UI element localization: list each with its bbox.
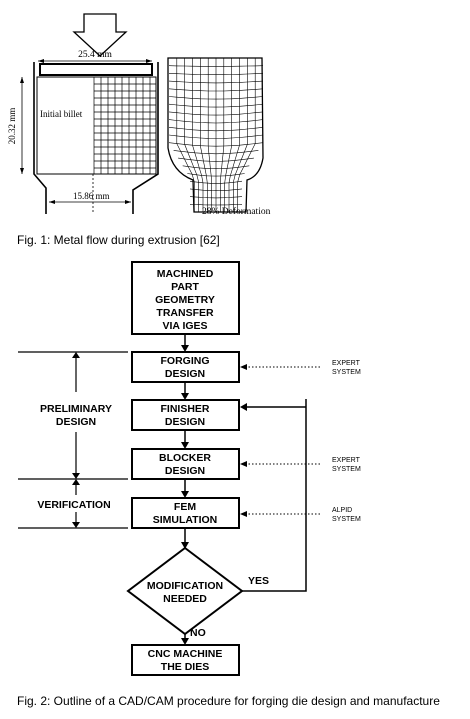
decision-line-2: NEEDED [163, 593, 207, 605]
dim-left-label: 20.32 mm [7, 108, 17, 145]
down-arrow-icon [72, 13, 128, 57]
arrow-up-icon [72, 352, 80, 358]
dim-arrow-bottom-left-icon [49, 200, 55, 204]
dim-arrow-left-icon [38, 59, 44, 63]
box-fem-line-2: SIMULATION [153, 514, 218, 526]
container-left-wall [33, 62, 47, 214]
box-finisher-line-1: FINISHER [160, 403, 209, 415]
arrow-left-icon [240, 461, 247, 467]
yes-loop-line [242, 399, 307, 592]
arrow-up-icon [72, 479, 80, 485]
dim-bottom-label: 15.86 mm [73, 191, 110, 201]
alpid-system-line-2: SYSTEM [332, 516, 361, 523]
figure-1-caption: Fig. 1: Metal flow during extrusion [62] [17, 233, 220, 247]
punch-block [39, 63, 153, 76]
no-label: NO [190, 627, 206, 639]
box-finisher-design [131, 399, 240, 431]
container-right-wall [132, 62, 159, 214]
box-transfer-line-2: PART [171, 281, 199, 293]
arrow-down-icon [181, 393, 189, 400]
stage-preliminary-line-1: PRELIMINARY [40, 403, 112, 415]
stage-verification: VERIFICATION [37, 499, 110, 511]
arrow-left-icon [240, 364, 247, 370]
figure-2-flowchart: MACHINED PART GEOMETRY TRANSFER VIA IGES… [18, 261, 361, 676]
dim-arrow-down-icon [20, 168, 24, 174]
box-transfer-line-1: MACHINED [157, 268, 214, 280]
dim-top-label: 25.4 mm [78, 50, 112, 60]
box-cnc-line-1: CNC MACHINE [148, 648, 223, 660]
dim-arrow-bottom-right-icon [125, 200, 131, 204]
box-blocker-line-1: BLOCKER [159, 452, 211, 464]
arrow-down-icon [72, 522, 80, 528]
expert-system-1-line-2: SYSTEM [332, 369, 361, 376]
box-blocker-design [131, 448, 240, 480]
arrow-left-icon [240, 511, 247, 517]
arrow-down-icon [181, 442, 189, 449]
box-forging-design [131, 351, 240, 383]
arrow-down-icon [181, 491, 189, 498]
expert-system-2-line-1: EXPERT [332, 457, 361, 464]
box-finisher-line-2: DESIGN [165, 416, 205, 428]
box-transfer-line-3: GEOMETRY [155, 294, 215, 306]
arrow-down-icon [72, 473, 80, 479]
box-blocker-line-2: DESIGN [165, 465, 205, 477]
box-transfer-line-5: VIA IGES [162, 320, 207, 332]
expert-system-1-line-1: EXPERT [332, 360, 361, 367]
alpid-system-line-1: ALPID [332, 507, 352, 514]
decision-line-1: MODIFICATION [147, 580, 223, 592]
box-cnc-line-2: THE DIES [161, 661, 209, 673]
billet-grid [93, 76, 156, 174]
billet-label: Initial billet [40, 109, 83, 119]
expert-system-2-line-2: SYSTEM [332, 466, 361, 473]
arrow-left-icon [240, 403, 247, 411]
dim-arrow-up-icon [20, 77, 24, 83]
deformed-billet-outline [167, 57, 264, 213]
box-transfer-line-4: TRANSFER [156, 307, 214, 319]
figure-2-caption: Fig. 2: Outline of a CAD/CAM procedure f… [17, 694, 440, 708]
figure-1-illustration: 25.4 mm Initial billet 20.32 mm 15.86 mm… [7, 13, 271, 217]
yes-label: YES [248, 575, 269, 587]
arrow-down-icon [181, 638, 189, 645]
box-cnc-machine [131, 644, 240, 676]
dim-arrow-right-icon [146, 59, 152, 63]
deformed-mesh-grid [168, 58, 264, 212]
box-fem-simulation [131, 497, 240, 529]
box-forging-line-2: DESIGN [165, 368, 205, 380]
arrow-down-icon [181, 542, 189, 549]
initial-billet [36, 76, 157, 175]
box-fem-line-1: FEM [174, 501, 196, 513]
deformation-label: 28% Deformation [202, 206, 271, 217]
box-forging-line-1: FORGING [161, 355, 210, 367]
arrow-down-icon [181, 345, 189, 352]
stage-preliminary-line-2: DESIGN [56, 416, 96, 428]
